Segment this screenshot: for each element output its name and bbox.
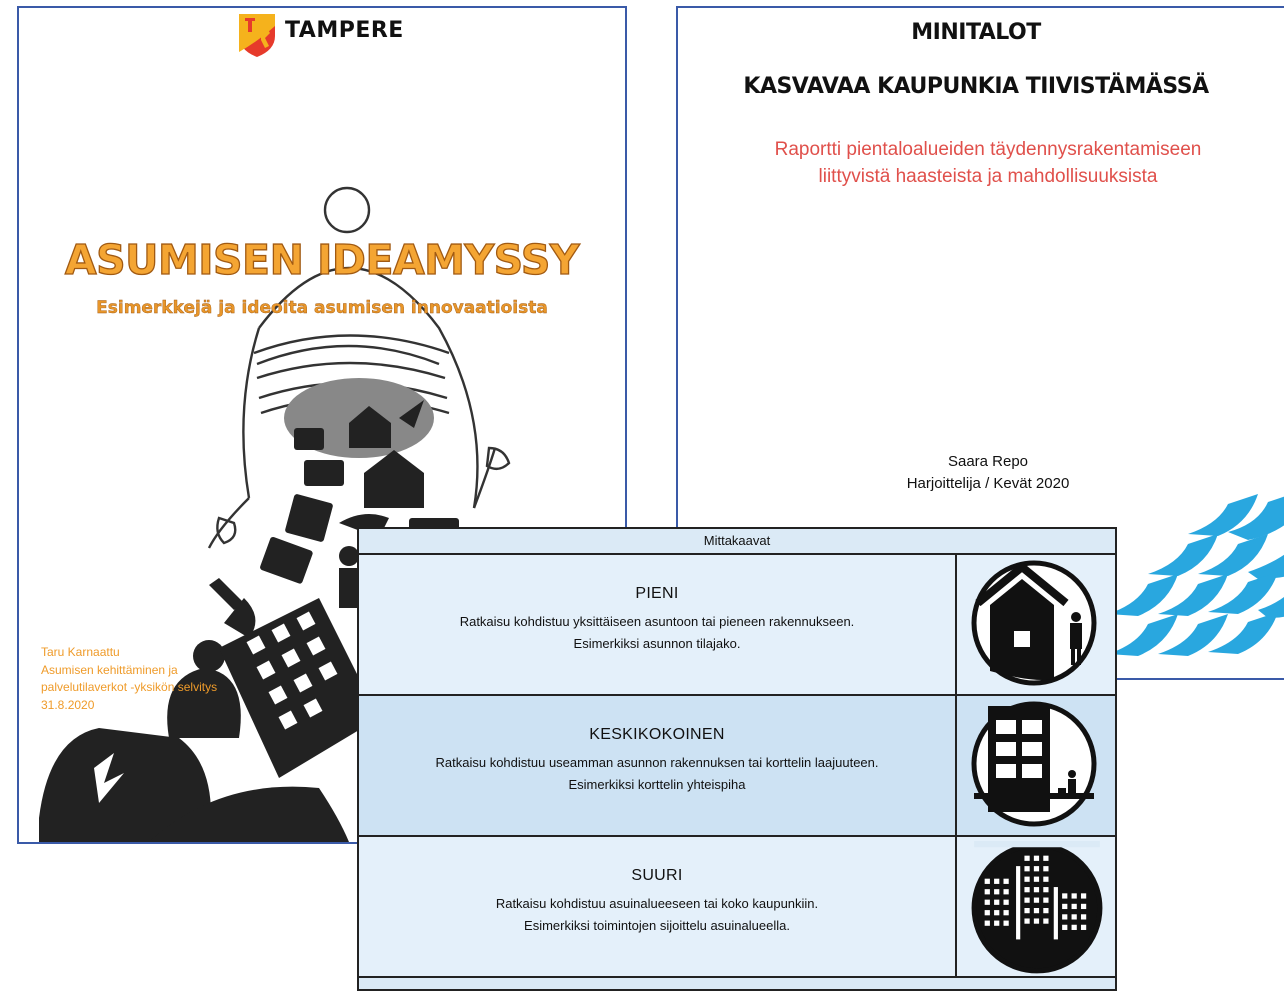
scale-row-text: PIENI Ratkaisu kohdistuu yksittäiseen as… [359,555,955,694]
scale-row-text: SUURI Ratkaisu kohdistuu asuinalueeseen … [359,837,955,976]
beanie-illustration-icon [39,186,511,842]
scale-icon-cell [955,696,1115,835]
wave-pattern-icon [1108,494,1284,656]
report-author-role: Harjoittelija / Kevät 2020 [906,475,1070,492]
author-line: palvelutilaverkot -yksikön selvitys [41,680,218,694]
scale-title: PIENI [635,585,679,602]
scale-title: KESKIKOKOINEN [589,726,725,743]
scales-table-header: Mittakaavat [359,529,1115,555]
scales-table: Mittakaavat PIENI Ratkaisu kohdistuu yks… [357,527,1117,991]
report-subtitle: Raportti pientaloalueiden täydennysraken… [678,136,1284,190]
cover-asumisen-ideamyssy: TAMPERE [17,6,627,844]
report-author-name: Saara Repo [947,453,1029,470]
scale-title: SUURI [631,867,683,884]
scale-description-line: Ratkaisu kohdistuu asuinalueeseen tai ko… [495,896,819,911]
small-house-icon [971,560,1097,686]
scale-row-small: PIENI Ratkaisu kohdistuu yksittäiseen as… [359,555,1115,696]
scale-description-line: Esimerkiksi toimintojen sijoittelu asuin… [524,918,790,933]
scale-description: Ratkaisu kohdistuu yksittäiseen asuntoon… [359,611,955,655]
tampere-brand-name: TAMPERE [285,18,404,43]
scale-description-line: Esimerkiksi asunnon tilajako. [573,636,741,651]
scale-description: Ratkaisu kohdistuu asuinalueeseen tai ko… [359,893,955,937]
cover-subtitle: Esimerkkejä ja ideoita asumisen innovaat… [96,298,548,318]
author-line: 31.8.2020 [41,697,95,712]
author-line: Asumisen kehittäminen ja [41,662,178,677]
scale-description: Ratkaisu kohdistuu useamman asunnon rake… [359,752,955,796]
scale-row-large: SUURI Ratkaisu kohdistuu asuinalueeseen … [359,837,1115,978]
cover-title: ASUMISEN IDEAMYSSY [64,235,580,284]
city-skyline-icon [971,841,1103,974]
scale-icon-cell [955,555,1115,694]
apartment-building-icon [971,701,1097,827]
report-subtitle-line: Raportti pientaloalueiden täydennysraken… [774,139,1202,160]
scale-icon-cell [955,837,1115,976]
tampere-crest-icon [239,14,275,57]
scale-row-medium: KESKIKOKOINEN Ratkaisu kohdistuu useamma… [359,696,1115,837]
report-subtitle-line: liittyvistä haasteista ja mahdollisuuksi… [818,166,1158,187]
author-line: Taru Karnaattu [41,645,120,659]
scale-description-line: Ratkaisu kohdistuu yksittäiseen asuntoon… [459,614,855,629]
scale-description-line: Esimerkiksi korttelin yhteispiha [568,777,746,792]
report-title: MINITALOT [911,20,1041,45]
cover-author-block: Taru Karnaattu Asumisen kehittäminen ja … [41,644,217,714]
scale-row-text: KESKIKOKOINEN Ratkaisu kohdistuu useamma… [359,696,955,835]
report-author: Saara Repo Harjoittelija / Kevät 2020 [678,451,1284,495]
report-heading: KASVAVAA KAUPUNKIA TIIVISTÄMÄSSÄ [743,74,1209,99]
scale-description-line: Ratkaisu kohdistuu useamman asunnon rake… [435,755,879,770]
